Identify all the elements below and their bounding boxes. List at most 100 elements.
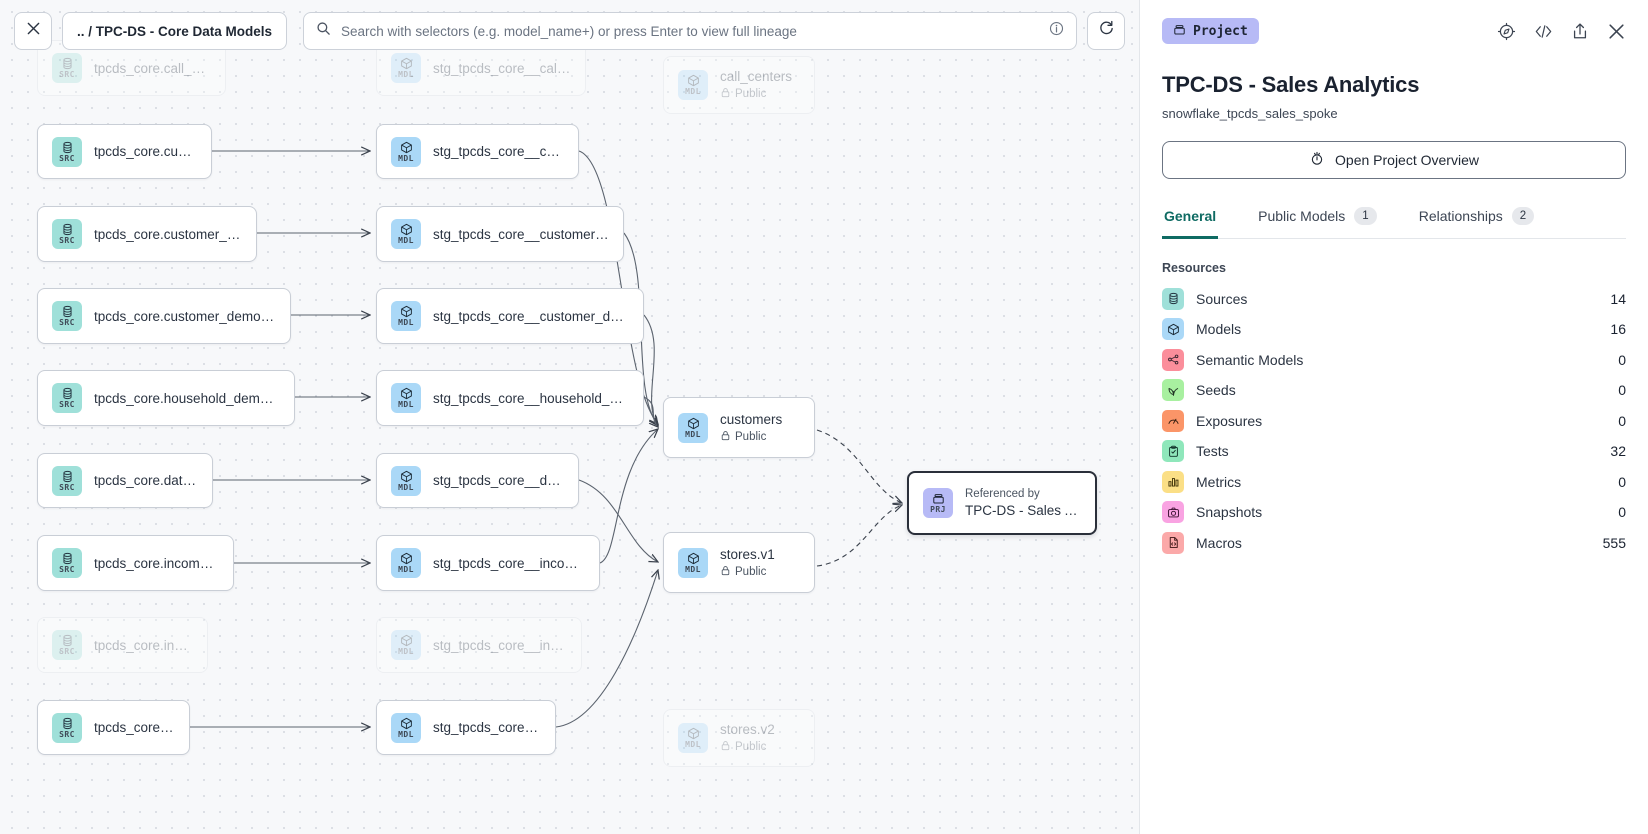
tab-label: General	[1164, 208, 1217, 225]
file-code-icon	[1162, 531, 1184, 554]
node-label: tpcds_core.inventory	[94, 637, 193, 653]
node-access: Public	[720, 565, 775, 579]
resource-count: 32	[1610, 443, 1626, 460]
resource-count: 0	[1618, 382, 1626, 399]
close-lineage-button[interactable]	[14, 12, 52, 50]
node-label: stores.v2	[720, 722, 775, 737]
details-panel: Project TPC-DS - Sales Analytics snowfla…	[1139, 0, 1648, 834]
search-input[interactable]	[341, 23, 1039, 39]
node-label: stg_tpcds_core__household_demogr...	[433, 390, 629, 406]
explore-icon[interactable]	[1497, 22, 1516, 41]
node-label: tpcds_core.household_demographics	[94, 390, 280, 406]
page-title: TPC-DS - Sales Analytics	[1162, 72, 1420, 97]
node-kind-abbr: PRJ	[930, 505, 946, 514]
node-label: tpcds_core.store	[94, 720, 175, 735]
tab-general[interactable]: General	[1162, 201, 1219, 240]
exposure-icon	[1162, 409, 1184, 432]
resource-count: 0	[1618, 412, 1626, 429]
node-kind-abbr: MDL	[398, 400, 414, 409]
node-kind-abbr: MDL	[398, 729, 414, 739]
cube-icon: MDL	[391, 548, 421, 578]
search-box[interactable]	[303, 12, 1077, 50]
resource-name: Sources	[1196, 290, 1248, 307]
node-label: stg_tpcds_core__date_dim	[433, 473, 564, 488]
resource-name: Snapshots	[1196, 504, 1263, 521]
cube-icon: MDL	[391, 53, 421, 83]
node-label: tpcds_core.customer_demographics	[94, 308, 276, 324]
resource-count: 0	[1618, 351, 1626, 368]
clipboard-check-icon	[1162, 440, 1184, 463]
cube-icon: MDL	[678, 412, 708, 443]
resource-row-tests[interactable]: Tests 32	[1162, 436, 1626, 467]
graph-node-src-hh-demo[interactable]: SRC tpcds_core.household_demographics	[37, 370, 295, 426]
lineage-edges	[190, 0, 1139, 834]
node-kind-abbr: MDL	[398, 482, 414, 492]
resource-kind-badge: Project	[1162, 18, 1259, 44]
cube-icon: MDL	[391, 301, 421, 331]
node-label: tpcds_core.customer_address	[94, 226, 242, 242]
graph-node-mdl-date-dim[interactable]: MDL stg_tpcds_core__date_dim	[376, 453, 579, 508]
cube-icon: MDL	[391, 136, 421, 167]
cube-icon: MDL	[391, 219, 421, 249]
graph-node-mdl-hh-demo[interactable]: MDL stg_tpcds_core__household_demogr...	[376, 370, 644, 426]
breadcrumb[interactable]: .. / TPC-DS - Core Data Models	[62, 12, 288, 50]
cube-icon	[1162, 318, 1184, 341]
graph-node-mdl-cust-demo[interactable]: MDL stg_tpcds_core__customer_demogra...	[376, 288, 644, 344]
resources-heading: Resources	[1162, 261, 1226, 276]
cube-icon: MDL	[678, 723, 708, 753]
open-project-overview-button[interactable]: Open Project Overview	[1162, 141, 1626, 179]
database-icon: SRC	[52, 53, 82, 83]
node-label: stg_tpcds_core__customer_address	[433, 226, 609, 242]
node-kind-abbr: SRC	[59, 70, 75, 79]
resource-name: Tests	[1196, 443, 1229, 460]
graph-node-mdl-cust-addr[interactable]: MDL stg_tpcds_core__customer_address	[376, 206, 624, 262]
cube-icon: MDL	[678, 70, 708, 100]
node-kind-abbr: MDL	[685, 429, 701, 439]
info-icon[interactable]	[1049, 21, 1064, 41]
database-icon: SRC	[52, 383, 82, 413]
node-access-label: Public	[735, 88, 767, 100]
refresh-button[interactable]	[1087, 12, 1125, 50]
resource-name: Metrics	[1196, 473, 1242, 490]
lineage-canvas[interactable]: SRCtpcds_core.call_centerSRCtpcds_core.c…	[0, 0, 1139, 834]
node-access: Public	[720, 430, 782, 444]
resource-row-exposures[interactable]: Exposures 0	[1162, 405, 1626, 436]
node-label: tpcds_core.customer	[94, 144, 197, 159]
code-icon[interactable]	[1534, 23, 1553, 40]
share-icon[interactable]	[1571, 22, 1589, 41]
node-label: tpcds_core.income_band	[94, 555, 219, 571]
close-icon[interactable]	[1607, 22, 1626, 41]
node-access-label: Public	[735, 430, 767, 443]
node-access-label: Public	[735, 741, 767, 753]
node-label: stg_tpcds_core__customer_demogra...	[433, 308, 629, 324]
cube-icon: MDL	[391, 712, 421, 743]
resource-name: Exposures	[1196, 412, 1263, 429]
node-label: call_centers	[720, 69, 793, 84]
